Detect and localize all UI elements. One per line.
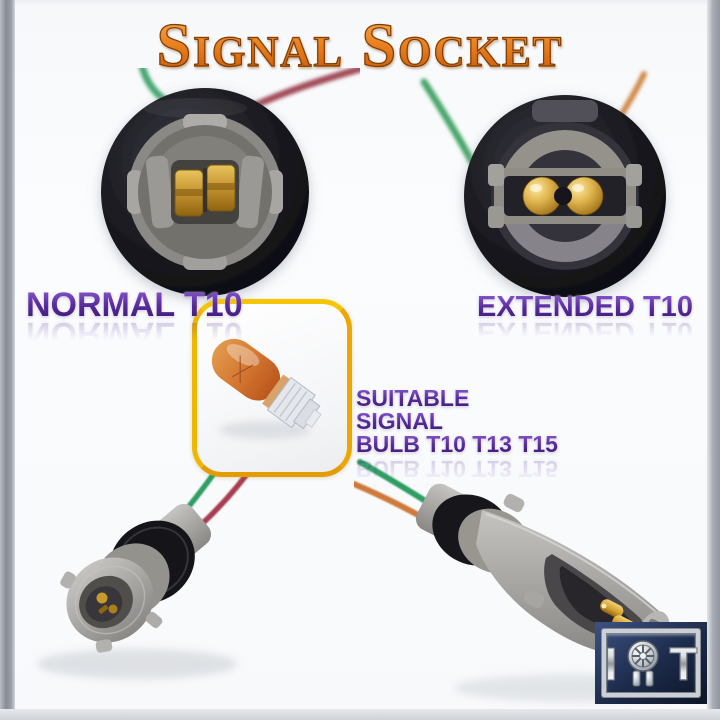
amber-bulb-photo [211,338,322,439]
note-line-1: SUITABLE [356,387,558,410]
note-line-3: BULB T10 T13 T15 [356,431,558,457]
logo-letter-left: I [604,638,618,690]
page-title: Signal Socket [0,13,720,79]
bulb-highlight-box [192,299,352,477]
brass-contact [96,592,108,604]
wheel-icon [627,640,660,687]
page-edge-right [707,0,720,720]
page-edge-bottom [0,709,720,720]
label-extended-t10-text: EXTENDED T10 [477,291,693,323]
photo-extended-socket-side [351,440,720,718]
suitable-bulb-note: SUITABLE SIGNAL BULB T10 T13 T15 [356,387,558,456]
brass-contact-left [600,599,624,618]
logo-letter-right: T [669,638,698,690]
wire-green [420,78,476,166]
bulb-filament [231,355,254,383]
label-extended-t10-reflection: EXTENDED T10 [477,316,693,348]
label-normal-t10-text: NORMAL T10 [26,286,243,324]
photo-extended-socket-front [412,68,720,308]
page-edge-top [0,0,720,6]
label-normal-t10: NORMAL T10 NORMAL T10 [26,286,243,353]
note-line-2: SIGNAL [356,410,558,433]
label-normal-t10-reflection: NORMAL T10 [26,315,243,353]
photo-normal-socket-front [45,58,367,308]
brand-logo: I T [595,622,707,704]
logo-frame [602,629,700,697]
label-extended-t10: EXTENDED T10 EXTENDED T10 [477,291,693,349]
photo-normal-socket-side [2,428,354,720]
page-edge-left [0,0,15,720]
